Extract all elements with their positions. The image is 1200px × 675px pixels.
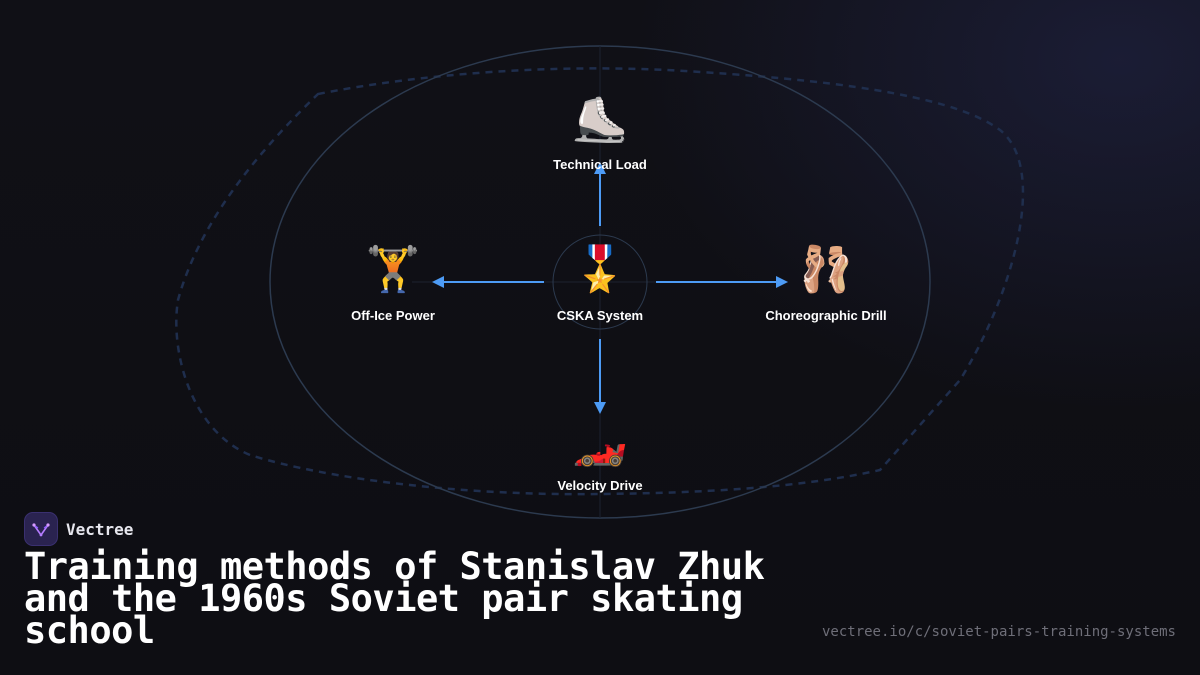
center-hub-circle: [552, 234, 648, 330]
node-label-choreographic-drill: Choreographic Drill: [765, 308, 886, 323]
weight-lifter-icon: 🏋️: [366, 244, 421, 295]
page-title: Training methods of Stanislav Zhuk and t…: [24, 545, 765, 652]
vectree-logo-icon: [24, 512, 58, 546]
node-label-technical-load: Technical Load: [553, 157, 647, 172]
racing-car-icon: 🏎️: [573, 418, 628, 469]
brand: Vectree: [24, 512, 133, 546]
dashed-outline: [175, 67, 1025, 496]
brand-name: Vectree: [66, 519, 134, 539]
military-medal-icon: 🎖️: [573, 244, 628, 295]
node-label-cska-system: CSKA System: [557, 308, 643, 323]
node-label-velocity-drive: Velocity Drive: [557, 478, 642, 493]
ballet-shoes-icon: 🩰: [799, 242, 854, 295]
ice-skate-icon: ⛸️: [573, 95, 628, 146]
node-label-off-ice-power: Off-Ice Power: [351, 308, 435, 323]
source-url[interactable]: vectree.io/c/soviet-pairs-training-syste…: [821, 624, 1176, 640]
